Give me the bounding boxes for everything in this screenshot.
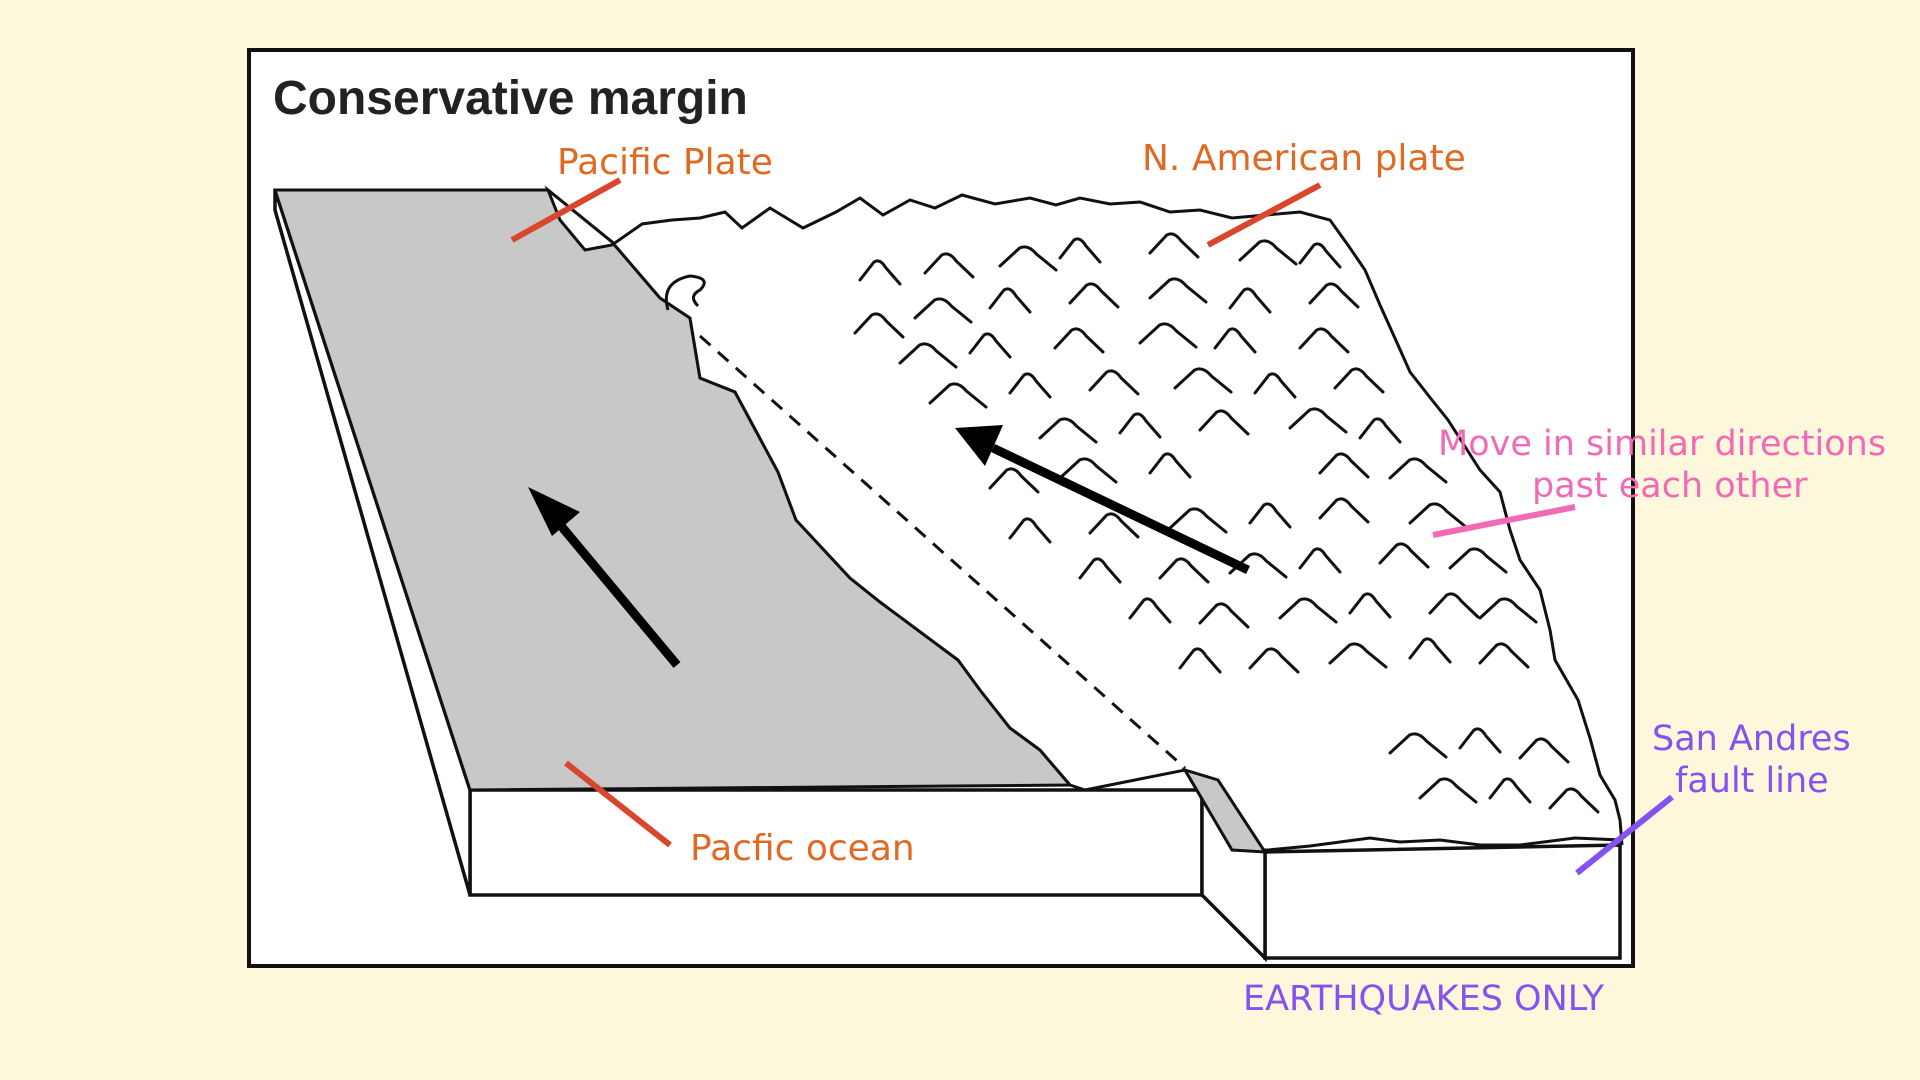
diagram-title: Conservative margin [273,72,748,125]
fault-line-pointer [1575,794,1674,876]
mountain-symbol [1148,452,1192,479]
mountain-symbol [853,312,905,339]
mountain-symbol [1198,409,1250,436]
coastal-bay [664,274,706,311]
mountain-symbol [1388,732,1448,759]
pacific-plate-pointer [510,177,622,243]
pacific-ocean-pointer [564,760,672,848]
mountain-symbol [1408,502,1468,529]
mountain-symbol [1308,282,1360,309]
mountain-symbol [1448,547,1508,574]
mountain-symbol [1248,502,1292,529]
mountain-symbol [1388,457,1448,484]
mountain-symbol [858,259,902,286]
na-movement-arrow [955,425,1250,575]
fault-notch-cut [1181,767,1268,854]
mountain-symbol [968,332,1012,359]
mountain-symbol [1518,737,1570,764]
mountain-symbol [1548,787,1600,814]
mountain-symbol [1058,237,1102,264]
mountain-symbol [1088,369,1140,396]
mountain-symbol [1333,367,1385,394]
mountain-symbol [1318,497,1370,524]
mountain-symbol [1058,457,1118,484]
movement-pointer [1432,504,1576,538]
mountain-symbol [1168,507,1228,534]
fault-line-label-line1: San Andres [1652,719,1851,759]
pacific-ocean-label: Pacfic ocean [690,828,915,869]
mountain-symbol [988,287,1032,314]
mountain-symbol [1148,277,1208,304]
pacific-plate-label: Pacific Plate [557,142,773,183]
mountain-symbol [1428,592,1480,619]
mountain-symbol [1458,727,1502,754]
mountain-symbol [1378,542,1430,569]
mountain-symbol [1198,602,1250,629]
mountain-symbol [1178,647,1222,674]
fault-line-label-line2: fault line [1675,761,1829,801]
mountain-symbol [1213,327,1257,354]
mountain-symbol [923,252,975,279]
mountain-symbol [1298,242,1342,269]
mountain-symbols [853,232,1600,814]
mountain-symbol [1228,287,1272,314]
mountain-symbol [1008,517,1052,544]
earthquakes-only-label: EARTHQUAKES ONLY [1243,979,1605,1019]
mountain-symbol [1278,597,1338,624]
mountain-symbol [1298,327,1350,354]
mountain-symbol [1408,637,1452,664]
mountain-symbol [913,297,973,324]
mountain-symbol [1478,642,1530,669]
mountain-symbol [1118,412,1162,439]
mountain-symbol [1488,777,1532,804]
mountain-symbol [1138,322,1198,349]
movement-label-line2: past each other [1532,466,1808,506]
pacific-movement-arrow [528,487,681,668]
mountain-symbol [1228,552,1288,579]
mountain-symbol [1358,417,1402,444]
na-plate-label: N. American plate [1142,138,1466,179]
na-plate-land [544,185,1624,852]
mountain-symbol [1068,282,1120,309]
mountain-symbol [898,342,958,369]
mountain-symbol [998,245,1058,272]
fault-line [699,334,1186,770]
mountain-symbol [1008,372,1052,399]
mountain-symbol [1088,512,1140,539]
mountain-symbol [1128,597,1172,624]
na-plate-pointer [1206,182,1322,248]
mountain-symbol [1158,557,1210,584]
mountain-symbol [1248,647,1300,674]
mountain-symbol [1038,417,1098,444]
mountain-symbol [1288,407,1348,434]
mountain-symbol [1418,777,1478,804]
mountain-symbol [1478,597,1538,624]
mountain-symbol [1173,367,1233,394]
mountain-symbol [1318,452,1370,479]
mountain-symbol [1298,547,1342,574]
mountain-symbol [1328,642,1388,669]
mountain-symbol [1148,232,1200,259]
na-block-front [1263,843,1622,960]
mountain-symbol [928,382,988,409]
mountain-symbol [1238,239,1298,266]
mountain-symbol [1078,557,1122,584]
movement-label-line1: Move in similar directions [1438,424,1886,464]
mountain-symbol [1253,372,1297,399]
mountain-symbol [1348,592,1392,619]
mountain-symbol [1053,327,1105,354]
mountain-symbol [988,467,1040,494]
